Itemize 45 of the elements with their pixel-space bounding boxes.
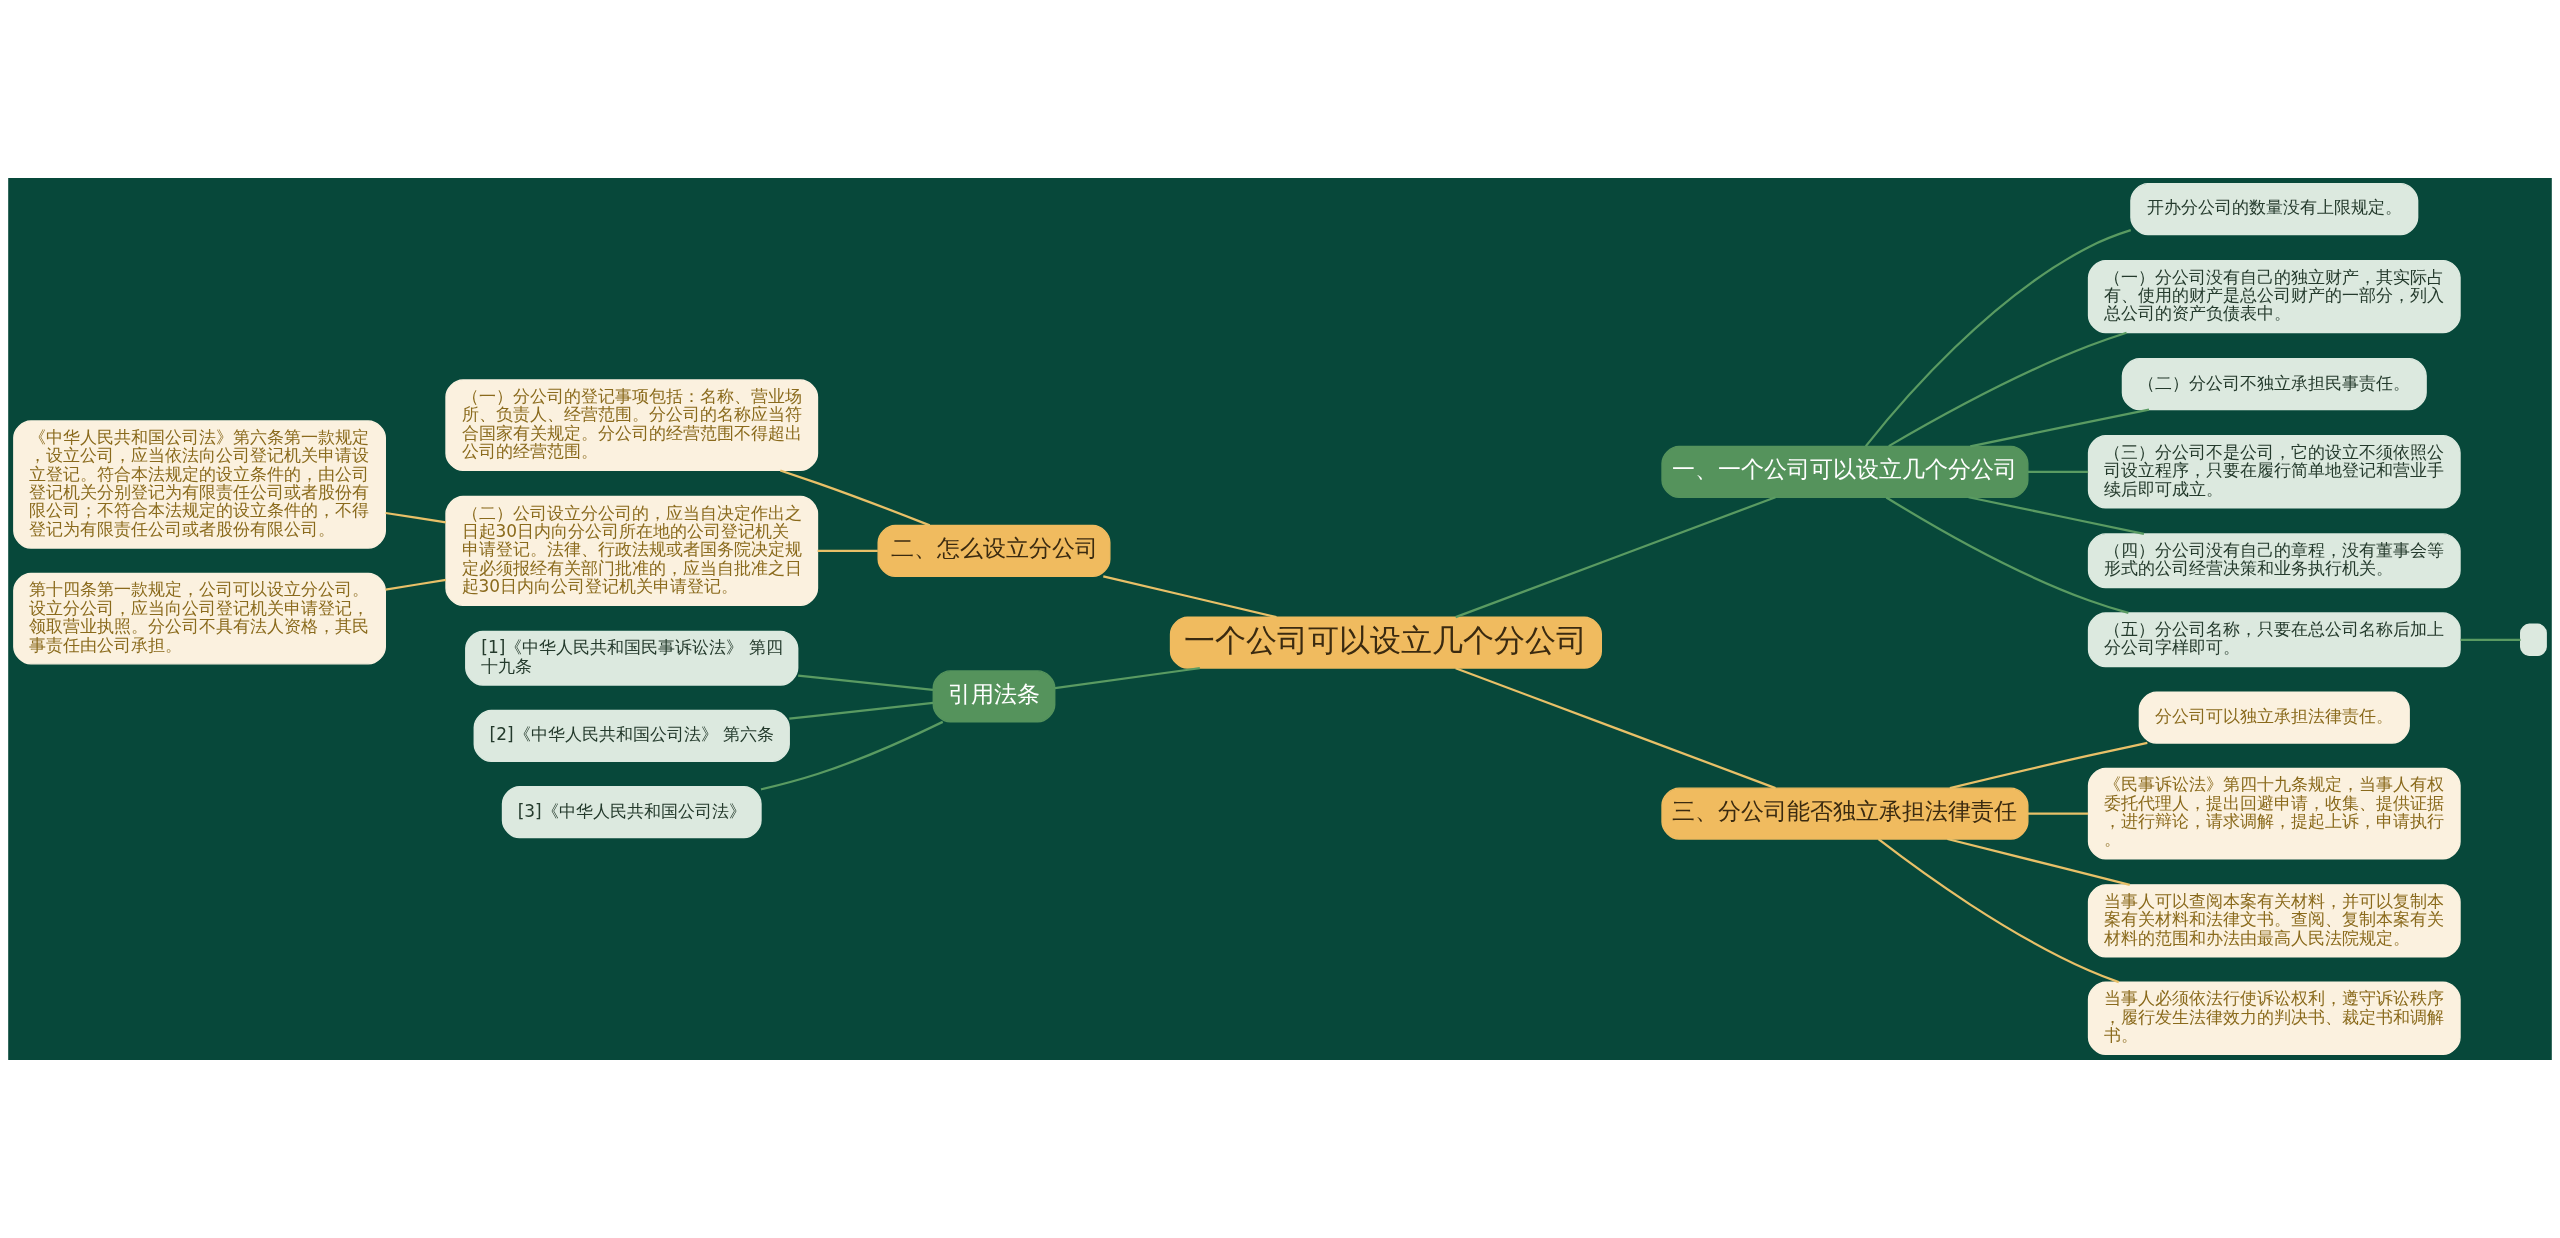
node-box: 《民事诉讼法》第四十九条规定，当事人有权委托代理人，提出回避申请，收集、提供证据，进行辩论，请求调解，提起上诉，申请执行。 <box>2087 767 2461 860</box>
connector <box>789 701 934 720</box>
node-box: （五）分公司名称，只要在总公司名称后加上分公司字样即可。 <box>2087 612 2461 668</box>
connector <box>1455 667 1776 790</box>
connector <box>1877 838 2120 984</box>
node-box: （二）分公司不独立承担民事责任。 <box>2121 358 2427 411</box>
connector <box>1885 496 2129 614</box>
node-box: 引用法条 <box>932 670 1056 723</box>
node-box: （二）公司设立分公司的，应当自决定作出之日起30日内向分公司所在地的公司登记机关申请登记。法律、行政法规或者国务院决定规定必须报经有关部门批准的，应当自批准之日起30日内向公司登记机关申请登记。 <box>445 495 819 606</box>
connector <box>1888 331 2127 448</box>
node-box: （一）分公司没有自己的独立财产，其实际占有、使用的财产是总公司财产的一部分，列入总公司的资产负债表中。 <box>2087 259 2461 334</box>
connector <box>1455 496 1776 619</box>
node-box: 《中华人民共和国公司法》第六条第一款规定，设立公司，应当依法向公司登记机关申请设立登记。符合本法规定的设立条件的，由公司登记机关分别登记为有限责任公司或者股份有限公司；不符合本法规定的设立条件的，不得登记为有限责任公司或者股份有限公司。 <box>13 420 386 549</box>
node-box: 开办分公司的数量没有上限规定。 <box>2130 182 2419 236</box>
node-box: （三）分公司不是公司，它的设立不须依照公司设立程序，只要在履行简单地登记和营业手续后即可成立。 <box>2087 435 2461 509</box>
connector <box>385 578 447 591</box>
node-box: 一个公司可以设立几个分公司 <box>1169 616 1602 669</box>
node-box: （一）分公司的登记事项包括：名称、营业场所、负责人、经营范围。分公司的名称应当符合国家有关规定。分公司的经营范围不得超出公司的经营范围。 <box>445 379 819 472</box>
node-box: [2]《中华人民共和国公司法》 第六条 <box>473 709 790 762</box>
connector <box>385 511 447 524</box>
connector <box>1970 408 2150 448</box>
node-box: 第十四条第一款规定，公司可以设立分公司。设立分公司，应当向公司登记机关申请登记，领取营业执照。分公司不具有法人资格，其民事责任由公司承担。 <box>13 572 386 665</box>
node-box <box>2520 623 2547 657</box>
connector <box>2027 470 2089 473</box>
connector <box>760 720 944 791</box>
node-box: 三、分公司能否独立承担法律责任 <box>1661 787 2029 840</box>
node-box: [3]《中华人民共和国公司法》 <box>501 786 762 839</box>
connector <box>817 549 878 552</box>
connector <box>1968 496 2145 535</box>
node-box: [1]《中华人民共和国民事诉讼法》 第四十九条 <box>465 630 799 686</box>
connector <box>1864 229 2132 447</box>
node-box: 分公司可以独立承担法律责任。 <box>2138 691 2410 744</box>
connector <box>2460 638 2521 641</box>
connector <box>798 674 934 692</box>
connector <box>1054 667 1200 690</box>
connector <box>1947 837 2130 886</box>
node-box: （四）分公司没有自己的章程，没有董事会等形式的公司经营决策和业务执行机关。 <box>2087 533 2461 589</box>
connector <box>1103 575 1277 619</box>
connector <box>1949 741 2148 790</box>
node-box: 二、怎么设立分公司 <box>877 524 1111 577</box>
connector <box>2027 812 2089 815</box>
connector <box>779 469 931 527</box>
node-box: 一、一个公司可以设立几个分公司 <box>1661 445 2029 498</box>
node-box: 当事人可以查阅本案有关材料，并可以复制本案有关材料和法律文书。查阅、复制本案有关材料的范围和办法由最高人民法院规定。 <box>2087 884 2461 958</box>
node-box: 当事人必须依法行使诉讼权利，遵守诉讼秩序，履行发生法律效力的判决书、裁定书和调解书。 <box>2087 981 2461 1056</box>
